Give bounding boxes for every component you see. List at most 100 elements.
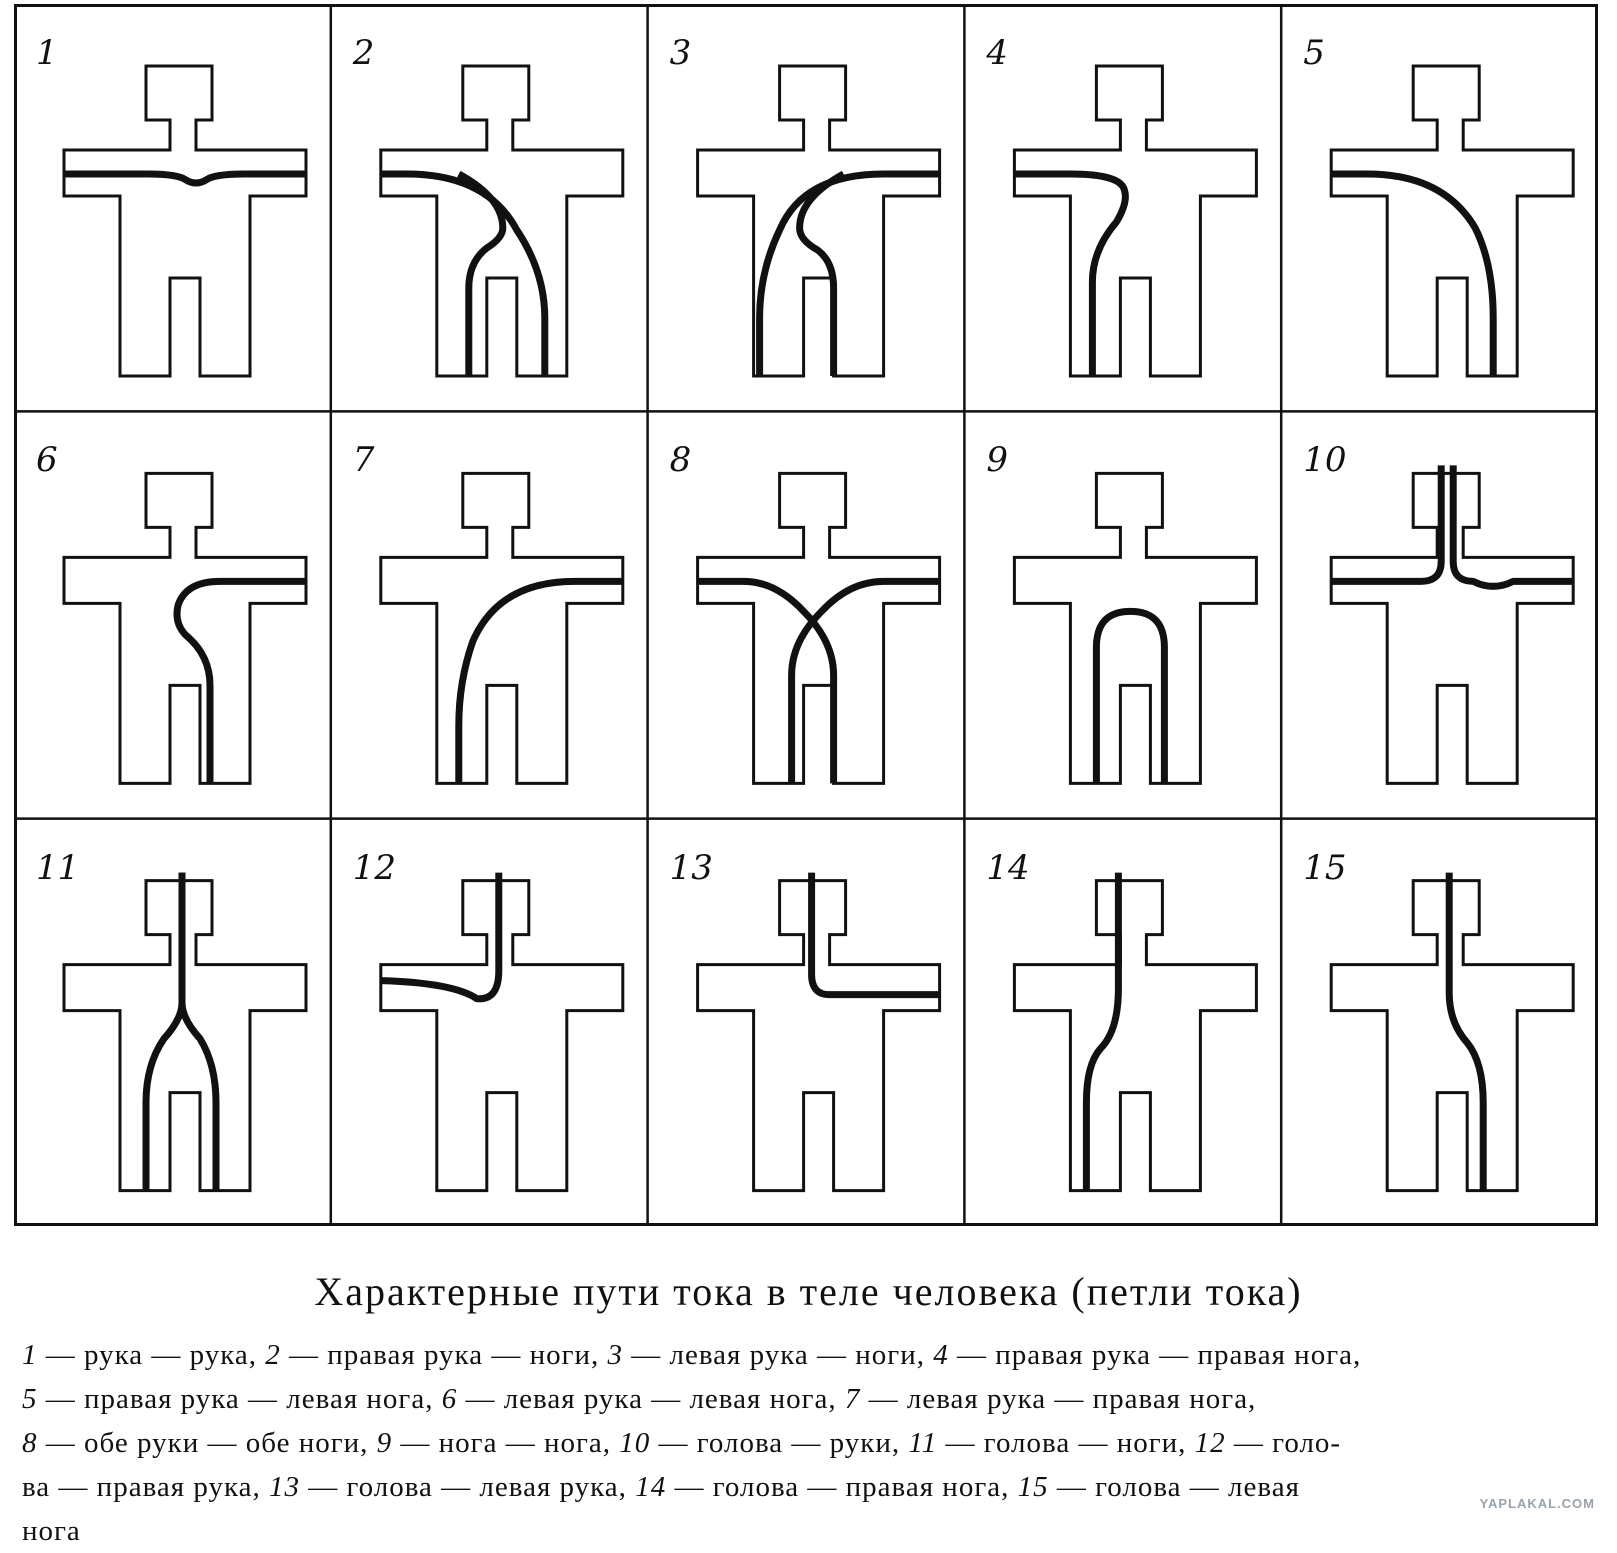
current-path <box>796 170 846 376</box>
current-path <box>788 577 940 784</box>
legend-number: 14 <box>635 1471 667 1503</box>
legend-line: 8 — обе руки — обе ноги, 9 — нога — нога… <box>22 1421 1602 1465</box>
legend-text: — голо- <box>1225 1427 1342 1459</box>
current-path <box>142 872 186 1191</box>
legend-text: — голова — левая рука, <box>299 1471 636 1503</box>
current-path <box>808 872 940 999</box>
legend-number: 7 <box>844 1383 861 1415</box>
panel-9 <box>1012 471 1258 785</box>
current-path <box>173 577 306 784</box>
body-outline <box>1329 879 1575 1193</box>
current-path <box>1014 170 1129 376</box>
legend-text: — обе руки — обе ноги, <box>37 1427 377 1459</box>
current-path <box>457 170 507 376</box>
watermark: YAPLAKAL.COM <box>1479 1496 1595 1511</box>
body-outline <box>1329 64 1575 378</box>
current-path <box>380 872 503 1003</box>
panel-number-10: 10 <box>1303 440 1347 481</box>
legend-text: нога <box>22 1515 81 1547</box>
legend-line: ва — правая рука, 13 — голова — левая ру… <box>22 1465 1602 1509</box>
legend-text: ва — правая рука, <box>22 1471 269 1503</box>
legend-number: 12 <box>1194 1427 1226 1459</box>
legend-number: 15 <box>1017 1471 1049 1503</box>
legend-text: — голова — правая нога, <box>666 1471 1018 1503</box>
legend-number: 2 <box>265 1339 281 1371</box>
current-path <box>1445 872 1487 1191</box>
panel-number-1: 1 <box>36 33 58 73</box>
current-path <box>1331 465 1445 585</box>
panel-11 <box>62 872 308 1193</box>
body-outline <box>379 471 625 785</box>
panel-13 <box>696 872 942 1193</box>
panel-1 <box>62 64 308 378</box>
current-path <box>1449 465 1574 590</box>
legend-text: — голова — руки, <box>650 1427 909 1459</box>
current-path <box>1082 872 1122 1191</box>
panel-number-14: 14 <box>986 847 1030 888</box>
legend-number: 1 <box>22 1339 38 1371</box>
panel-number-11: 11 <box>36 847 80 888</box>
body-outline <box>696 879 942 1193</box>
body-outline <box>62 471 308 785</box>
body-outline <box>696 64 942 378</box>
current-path <box>756 170 940 376</box>
panel-number-9: 9 <box>986 440 1009 481</box>
panel-number-3: 3 <box>669 33 692 73</box>
body-diagram-svg <box>14 4 1598 1226</box>
body-outline <box>1012 879 1258 1193</box>
panel-6 <box>62 471 308 785</box>
legend-text: — левая рука — левая нога, <box>457 1383 845 1415</box>
legend-number: 11 <box>908 1427 938 1459</box>
figure-legend: 1 — рука — рука, 2 — правая рука — ноги,… <box>22 1333 1602 1553</box>
current-path <box>455 577 623 784</box>
current-path <box>380 170 549 376</box>
panel-5 <box>1329 64 1575 378</box>
legend-line: 5 — правая рука — левая нога, 6 — левая … <box>22 1377 1602 1421</box>
panel-number-6: 6 <box>36 440 58 481</box>
legend-text: — правая рука — правая нога, <box>948 1339 1362 1371</box>
panel-number-7: 7 <box>352 440 375 481</box>
legend-text: — голова — левая <box>1048 1471 1300 1503</box>
body-outline <box>1012 64 1258 378</box>
body-outline <box>1012 471 1258 785</box>
panel-4 <box>1012 64 1258 378</box>
body-outline <box>62 879 308 1193</box>
panel-14 <box>1012 872 1258 1193</box>
legend-number: 4 <box>933 1339 949 1371</box>
current-path <box>1092 607 1168 784</box>
legend-text: — левая рука — правая нога, <box>860 1383 1257 1415</box>
legend-text: — правая рука — левая нога, <box>37 1383 442 1415</box>
legend-number: 13 <box>268 1471 300 1503</box>
panel-number-13: 13 <box>669 847 713 888</box>
legend-text: — рука — рука, <box>37 1339 266 1371</box>
panel-15 <box>1329 872 1575 1193</box>
current-path <box>178 872 220 1191</box>
panel-number-2: 2 <box>352 33 375 73</box>
legend-number: 10 <box>619 1427 651 1459</box>
panel-12 <box>379 872 625 1193</box>
legend-line: нога <box>22 1509 1602 1553</box>
legend-text: — правая рука — ноги, <box>280 1339 608 1371</box>
grid-frame <box>14 4 1598 1226</box>
panel-number-15: 15 <box>1303 847 1347 888</box>
panel-number-8: 8 <box>669 440 692 481</box>
panel-10 <box>1329 465 1575 785</box>
body-outline <box>379 64 625 378</box>
legend-number: 6 <box>441 1383 458 1415</box>
legend-number: 5 <box>22 1383 38 1415</box>
body-outline <box>1329 471 1575 785</box>
legend-line: 1 — рука — рука, 2 — правая рука — ноги,… <box>22 1333 1602 1377</box>
figure-title: Характерные пути тока в теле человека (п… <box>314 1269 1303 1314</box>
legend-number: 3 <box>607 1339 624 1371</box>
body-outline <box>62 64 308 378</box>
legend-text: — нога — нога, <box>392 1427 620 1459</box>
panel-number-12: 12 <box>352 847 397 888</box>
panel-7 <box>379 471 625 785</box>
legend-text: — левая рука — ноги, <box>623 1339 934 1371</box>
current-path <box>697 577 838 784</box>
panel-number-4: 4 <box>986 33 1009 73</box>
panel-2 <box>379 64 625 378</box>
panel-8 <box>696 471 942 785</box>
current-path <box>1331 170 1497 376</box>
